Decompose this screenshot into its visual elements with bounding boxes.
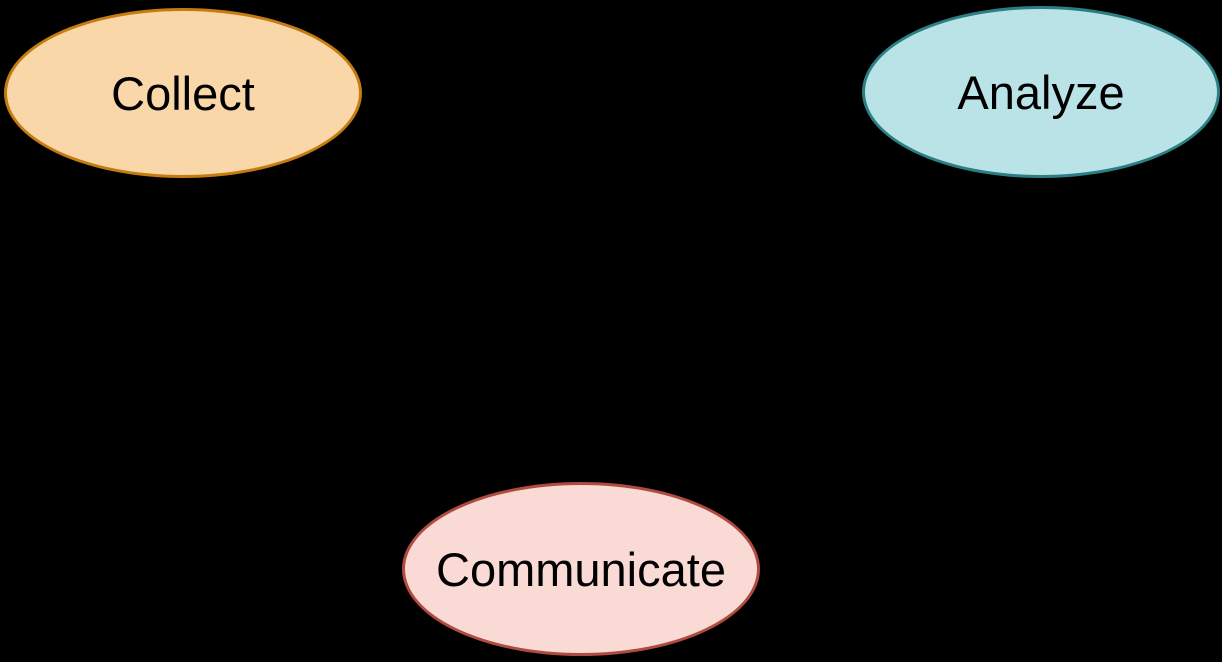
node-communicate: Communicate [402,482,760,656]
node-analyze: Analyze [862,6,1220,178]
node-analyze-label: Analyze [957,65,1125,119]
node-collect-label: Collect [111,66,255,120]
node-communicate-label: Communicate [436,542,726,596]
node-collect: Collect [4,8,362,178]
